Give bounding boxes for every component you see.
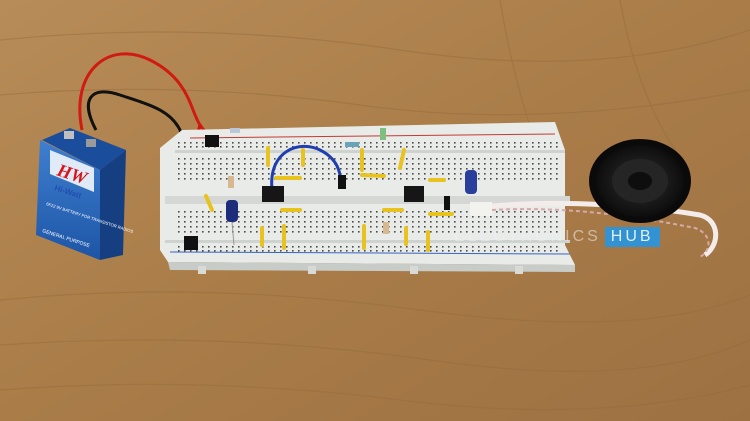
electrolytic-capacitor-right (465, 170, 477, 194)
electrolytic-capacitor-left (226, 200, 238, 222)
ic-chip-left (262, 186, 284, 202)
speaker-wire-red (491, 208, 710, 258)
battery-9v: HW Hi-Watt 6F22 9V BATTERY FOR TRANSISTO… (36, 128, 134, 260)
power-connector-bottom (184, 236, 198, 250)
power-connector-top (205, 135, 219, 147)
speaker (589, 139, 691, 223)
resistor-5 (380, 128, 386, 140)
resistor-4 (383, 222, 389, 234)
resistor-1 (230, 128, 240, 133)
circuit-components (184, 128, 492, 252)
electronics-hub-watermark: ELECTRONICS HUB (454, 227, 660, 247)
blue-jumper-wire (270, 144, 344, 191)
resistor-3 (228, 176, 234, 188)
watermark-right-text: HUB (604, 227, 660, 247)
speaker-connector (470, 202, 492, 216)
breadboard (160, 122, 575, 274)
resistor-2 (345, 142, 359, 147)
watermark-left-text: ELECTRONICS (454, 228, 601, 245)
ic-chip-right (404, 186, 424, 202)
